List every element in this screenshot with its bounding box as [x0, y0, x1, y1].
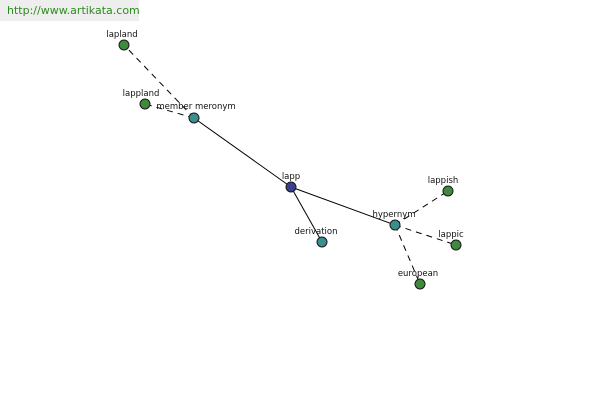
node-european[interactable]: european — [398, 269, 438, 290]
node-hypernym[interactable]: hypernym — [372, 210, 416, 231]
node-derivation[interactable]: derivation — [294, 227, 338, 248]
node-lappic-label: lappic — [438, 230, 464, 240]
nodes-layer: lapp member meronym lapland lappland derivat… — [106, 30, 464, 290]
node-member-meronym-label: member meronym — [156, 102, 235, 112]
node-european-circle[interactable] — [414, 278, 426, 290]
node-derivation-circle[interactable] — [316, 236, 328, 248]
edges-layer — [123, 44, 457, 285]
node-lapland-label: lapland — [106, 30, 137, 40]
node-lappish-label: lappish — [428, 176, 459, 186]
node-hypernym-label: hypernym — [372, 210, 415, 220]
node-derivation-label: derivation — [294, 227, 337, 237]
node-lapp-label: lapp — [282, 172, 300, 182]
source-url-link[interactable]: http://www.artikata.com — [0, 0, 140, 21]
node-lapp-circle[interactable] — [285, 181, 297, 193]
edge-member-meronym-to-lapland — [123, 44, 195, 119]
node-lappland-circle[interactable] — [139, 98, 151, 110]
edge-member-meronym-to-lappland — [144, 103, 195, 119]
node-lapp[interactable]: lapp — [282, 172, 300, 193]
node-lappland-label: lappland — [123, 89, 160, 99]
node-lapland[interactable]: lapland — [106, 30, 138, 51]
node-lappish-circle[interactable] — [442, 185, 454, 197]
edge-lapp-to-derivation — [290, 186, 323, 243]
edge-lapp-to-member-meronym — [193, 117, 292, 188]
node-lapland-circle[interactable] — [118, 39, 130, 51]
edge-lapp-to-hypernym — [290, 186, 396, 226]
node-lappland[interactable]: lappland — [123, 89, 160, 110]
node-member-meronym-circle[interactable] — [188, 112, 200, 124]
node-lappic-circle[interactable] — [450, 239, 462, 251]
node-hypernym-circle[interactable] — [389, 219, 401, 231]
node-lappic[interactable]: lappic — [438, 230, 464, 251]
node-lappish[interactable]: lappish — [428, 176, 459, 197]
node-member-meronym[interactable]: member meronym — [156, 102, 236, 124]
node-european-label: european — [398, 269, 438, 279]
